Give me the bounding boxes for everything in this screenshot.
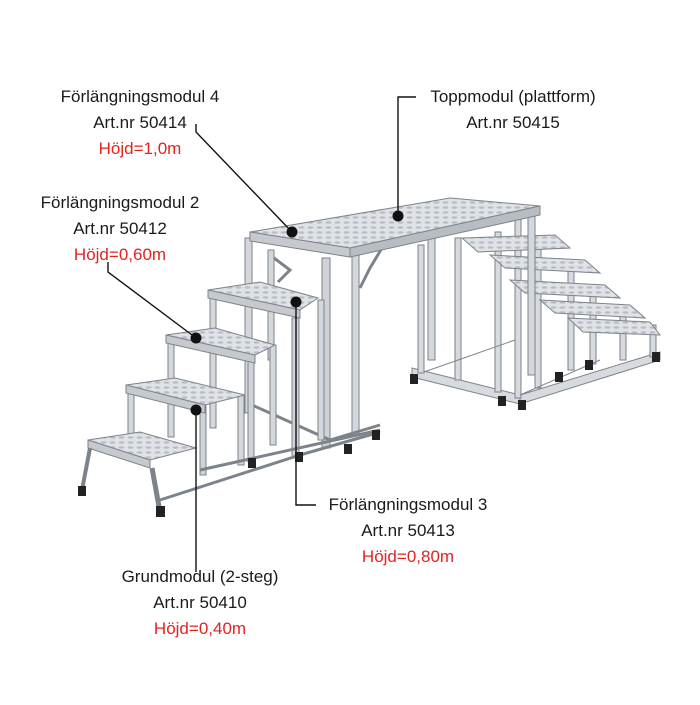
leader-dot-module4	[286, 226, 298, 238]
leader-dot-module3	[290, 296, 302, 308]
base-name: Grundmodul (2-steg)	[121, 567, 279, 586]
base-art: Art.nr 50410	[153, 593, 247, 612]
module4-step-edge	[207, 289, 301, 319]
right-brace	[423, 339, 516, 373]
platform-brace	[358, 247, 384, 289]
base-frame-front	[149, 467, 163, 513]
foot	[78, 486, 86, 496]
leader-dot-top	[392, 210, 404, 222]
right-step	[566, 317, 662, 336]
right-stair-assembly	[411, 217, 662, 405]
leader-module3	[295, 302, 316, 506]
foot	[410, 374, 418, 384]
top-name: Toppmodul (plattform)	[430, 87, 596, 106]
foot	[585, 360, 593, 370]
platform-leg	[351, 249, 360, 436]
leader-lines	[107, 96, 416, 572]
callout-module3: Förlängningsmodul 3 Art.nr 50413 Höjd=0,…	[308, 492, 508, 570]
base-step-upper-edge	[125, 384, 206, 414]
leader-dot-base	[190, 404, 202, 416]
right-leg	[454, 237, 462, 381]
left-feet	[78, 430, 380, 517]
module2-art: Art.nr 50412	[73, 219, 167, 238]
foot	[295, 452, 303, 462]
leader-dots	[190, 210, 404, 416]
foot	[652, 352, 660, 362]
module3-name: Förlängningsmodul 3	[328, 495, 488, 514]
top-art: Art.nr 50415	[466, 113, 560, 132]
foot	[555, 372, 563, 382]
foot	[518, 400, 526, 410]
foot	[344, 444, 352, 454]
right-step	[488, 254, 602, 274]
module4-height: Höjd=1,0m	[98, 139, 182, 158]
leader-module2	[107, 262, 197, 339]
platform-brace	[269, 253, 293, 284]
base-bar	[299, 430, 381, 457]
callout-module2: Förlängningsmodul 2 Art.nr 50412 Höjd=0,…	[20, 190, 220, 268]
base-leg	[237, 394, 245, 466]
leader-module4	[195, 124, 293, 233]
platform-deck-edge	[349, 205, 541, 258]
module2-height: Höjd=0,60m	[73, 245, 167, 264]
module4-name: Förlängningsmodul 4	[60, 87, 220, 106]
base-step-lower-edge	[87, 439, 151, 469]
foot	[156, 506, 165, 517]
platform-crossbar	[329, 423, 381, 442]
module2-step-edge	[165, 334, 256, 364]
module2-leg	[247, 351, 255, 463]
foot	[498, 396, 506, 406]
module3-height: Höjd=0,80m	[361, 547, 455, 566]
callout-base: Grundmodul (2-steg) Art.nr 50410 Höjd=0,…	[100, 564, 300, 642]
right-leg	[494, 231, 502, 393]
right-step	[508, 279, 622, 299]
base-bar	[199, 428, 381, 472]
callout-top: Toppmodul (plattform) Art.nr 50415	[408, 84, 618, 136]
left-stair-assembly	[80, 249, 381, 513]
module4-leg	[209, 297, 217, 429]
module4-art: Art.nr 50414	[93, 113, 187, 132]
foot	[248, 458, 256, 468]
module3-art: Art.nr 50413	[361, 521, 455, 540]
leader-dot-module2	[190, 332, 202, 344]
platform-leg	[427, 229, 436, 361]
callout-module4: Förlängningsmodul 4 Art.nr 50414 Höjd=1,…	[40, 84, 240, 162]
leader-top	[397, 96, 416, 216]
module2-leg	[269, 344, 277, 446]
right-step	[538, 299, 647, 319]
right-leg	[619, 311, 627, 361]
module4-leg	[317, 299, 325, 441]
right-step	[460, 234, 572, 253]
foot	[372, 430, 380, 440]
right-leg	[417, 244, 425, 374]
base-height: Höjd=0,40m	[153, 619, 247, 638]
platform-leg	[527, 214, 536, 376]
base-bar	[159, 453, 301, 502]
platform-crossbar	[251, 403, 331, 442]
right-feet	[410, 352, 660, 410]
base-frame-left	[80, 447, 92, 491]
module2-name: Förlängningsmodul 2	[40, 193, 200, 212]
